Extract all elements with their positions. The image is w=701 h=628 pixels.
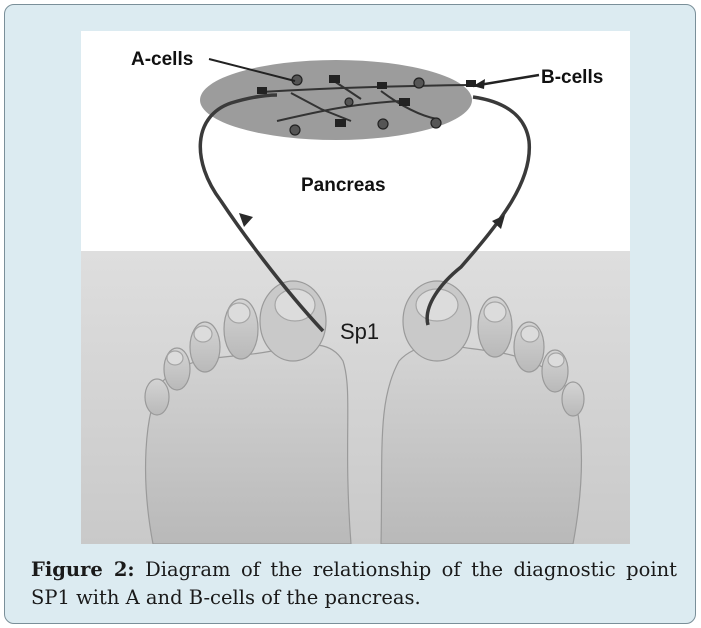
b-cells-label: B-cells [541,67,603,89]
figure-caption: Figure 2: Diagram of the relationship of… [31,556,677,612]
caption-label: Figure 2: [31,558,135,581]
figure-card: A-cells B-cells Pancreas Sp1 Figure 2: D… [4,4,696,624]
diagram-graphic [81,31,630,544]
left-arrowhead [239,213,253,227]
diagram-figure: A-cells B-cells Pancreas Sp1 [81,31,630,544]
pancreas-label: Pancreas [301,175,386,197]
a-cells-label: A-cells [131,49,193,71]
sp1-label: Sp1 [340,319,379,345]
